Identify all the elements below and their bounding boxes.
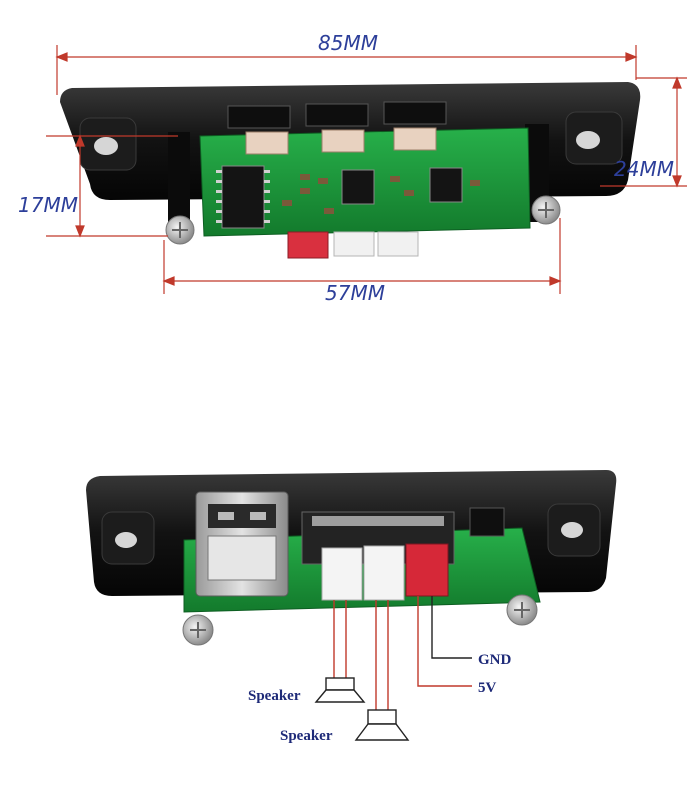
- speaker-connector-1: [321, 547, 363, 601]
- speaker-connector-2: [363, 545, 405, 601]
- top-chip-amp-1: [341, 169, 375, 205]
- gnd-wire: [431, 596, 472, 659]
- power-connector: [405, 543, 449, 597]
- top-mount-hole-left: [79, 117, 137, 171]
- usb-port: [195, 491, 289, 597]
- dimension-annotations: [46, 45, 687, 294]
- speaker-icon-1: [314, 677, 366, 703]
- top-white-connector-2: [377, 231, 419, 257]
- bottom-black-connector: [469, 507, 505, 537]
- bottom-module-view: [86, 470, 617, 646]
- dimension-17mm: 17MM: [18, 193, 78, 217]
- dimension-57mm: 57MM: [325, 281, 385, 305]
- top-white-connector-1: [333, 231, 375, 257]
- 5v-label: 5V: [478, 680, 497, 696]
- dimension-24mm: 24MM: [614, 157, 674, 181]
- speaker-icon-2: [354, 709, 410, 741]
- dimension-85mm: 85MM: [318, 31, 378, 55]
- top-module-view: [60, 82, 641, 259]
- gnd-label: GND: [478, 652, 512, 668]
- bottom-mount-hole-right: [547, 503, 601, 557]
- 5v-wire: [417, 596, 472, 687]
- top-mount-hole-right: [565, 111, 623, 165]
- top-chip-amp-2: [429, 167, 463, 203]
- top-chip-large: [221, 165, 265, 229]
- top-red-connector: [287, 231, 329, 259]
- speaker-label-2: Speaker: [280, 728, 333, 744]
- wiring-diagram: [333, 596, 472, 710]
- top-jst-connectors: [245, 127, 437, 155]
- speaker-label-1: Speaker: [248, 688, 301, 704]
- bottom-mount-hole-left: [101, 511, 155, 565]
